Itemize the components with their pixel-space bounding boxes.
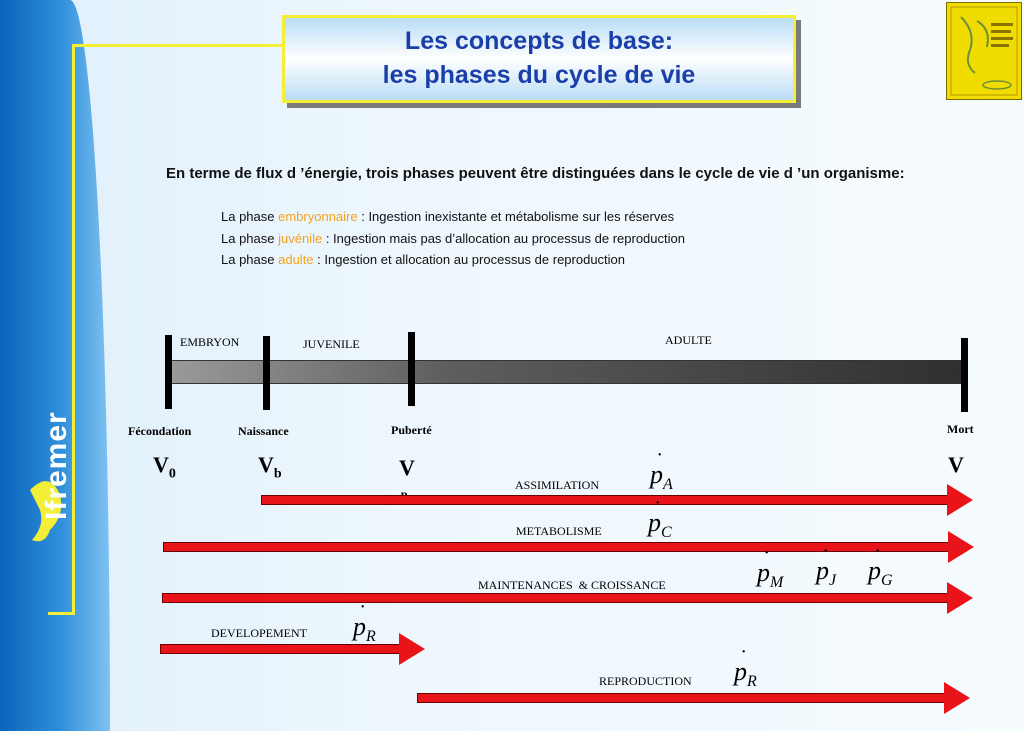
event-label-fecondation: Fécondation (128, 424, 192, 438)
symbol-subscript: M (770, 574, 784, 592)
event-label-puberte: Puberté (391, 423, 432, 437)
flux-symbol-pm: ˙pM (757, 546, 784, 592)
arrow-head (947, 582, 973, 614)
flux-label-maintenances: MAINTENANCES & CROISSANCE (478, 578, 666, 592)
phase-label-adulte: ADULTE (665, 333, 712, 347)
flux-symbol-pr-developement: ˙pR (353, 600, 376, 646)
dot-accent: ˙ (763, 546, 771, 571)
arrow-head (944, 682, 970, 714)
symbol-p: p (648, 508, 661, 537)
book-cover-image (946, 2, 1022, 100)
left-decorative-band (0, 0, 110, 731)
arrow-shaft (417, 693, 948, 703)
volume-label-vmort: V (948, 452, 964, 478)
flux-symbol-pg: ˙pG (868, 544, 893, 590)
dot-accent: ˙ (740, 645, 748, 670)
frame-line-bottom (48, 612, 75, 615)
brand-name: Ifremer (40, 411, 73, 520)
symbol-p: p (734, 657, 747, 686)
book-illustration-icon (950, 6, 1018, 96)
flux-symbol-pa: ˙pA (650, 448, 673, 494)
phase-line-adulte: La phase adulte : Ingestion et allocatio… (221, 252, 625, 267)
volume-symbol: V (399, 455, 415, 480)
flux-symbol-pc: ˙pC (648, 496, 672, 542)
arrow-shaft (162, 593, 951, 603)
symbol-subscript: G (881, 572, 893, 590)
phase-description: : Ingestion et allocation au processus d… (313, 252, 626, 267)
phase-label-embryon: EMBRYON (180, 335, 240, 349)
slide-title-line2: les phases du cycle de vie (382, 61, 696, 89)
intro-paragraph: En terme de flux d ’énergie, trois phase… (166, 165, 905, 182)
flux-label-reproduction: REPRODUCTION (599, 674, 692, 688)
flux-symbol-pr-reproduction: ˙pR (734, 645, 757, 691)
arrow-head (948, 531, 974, 563)
symbol-subscript: R (366, 628, 376, 646)
arrow-assimilation (261, 484, 973, 516)
symbol-subscript: A (663, 476, 673, 494)
event-label-mort: Mort (947, 422, 974, 436)
frame-line-horizontal (73, 44, 283, 47)
phase-prefix: La phase (221, 252, 279, 267)
flux-label-metabolisme: METABOLISME (516, 524, 602, 538)
volume-symbol: V (153, 452, 169, 477)
timeline-tick-puberte (408, 332, 415, 406)
phase-description: : Ingestion inexistante et métabolisme s… (357, 209, 675, 224)
arrow-maintenances-croissance (162, 582, 973, 614)
arrow-head (399, 633, 425, 665)
ifremer-logo-icon (30, 481, 62, 542)
arrow-shaft (163, 542, 952, 552)
life-cycle-timeline-bar (168, 360, 967, 384)
dot-accent: ˙ (359, 600, 367, 625)
symbol-p: p (816, 556, 829, 585)
symbol-p: p (868, 556, 881, 585)
phase-name-juvenile: juvénile (278, 231, 323, 246)
symbol-subscript: J (829, 572, 837, 590)
slide-title-box: Les concepts de base: les phases du cycl… (282, 15, 796, 103)
phase-prefix: La phase (221, 231, 279, 246)
flux-label-assimilation: ASSIMILATION (515, 478, 599, 492)
phase-label-juvenile: JUVENILE (303, 337, 360, 351)
symbol-p: p (353, 612, 366, 641)
timeline-tick-mort (961, 338, 968, 412)
phase-line-embryonnaire: La phase embryonnaire : Ingestion inexis… (221, 209, 674, 224)
volume-subscript: 0 (168, 466, 176, 482)
symbol-p: p (650, 460, 663, 489)
dot-accent: ˙ (654, 496, 662, 521)
arrow-shaft (261, 495, 951, 505)
phase-line-juvenile: La phase juvénile : Ingestion mais pas d… (221, 231, 685, 246)
volume-subscript: p (401, 487, 408, 501)
volume-label-vb: Vb (258, 452, 282, 482)
symbol-subscript: R (747, 673, 757, 691)
symbol-subscript: C (661, 524, 672, 542)
volume-symbol: V (948, 452, 964, 477)
timeline-tick-naissance (263, 336, 270, 410)
arrow-developement (160, 633, 425, 665)
phase-description: : Ingestion mais pas d’allocation au pro… (322, 231, 685, 246)
phase-name-adulte: adulte (278, 252, 314, 267)
volume-label-v0: V0 (153, 452, 176, 482)
dot-accent: ˙ (822, 544, 830, 569)
volume-symbol: V (258, 452, 274, 477)
volume-label-vp: Vp (399, 455, 422, 501)
arrow-head (947, 484, 973, 516)
flux-label-developement: DEVELOPEMENT (211, 626, 307, 640)
timeline-tick-fecondation (165, 335, 172, 409)
arrow-metabolisme (163, 531, 974, 563)
arrow-reproduction (417, 682, 970, 714)
slide-title-line1: Les concepts de base: (404, 27, 674, 55)
volume-subscript: b (273, 466, 282, 482)
event-label-naissance: Naissance (238, 424, 289, 438)
flux-symbol-pj: ˙pJ (816, 544, 837, 590)
dot-accent: ˙ (656, 448, 664, 473)
dot-accent: ˙ (874, 544, 882, 569)
phase-prefix: La phase (221, 209, 279, 224)
frame-line-vertical (72, 44, 75, 614)
phase-name-embryonnaire: embryonnaire (278, 209, 358, 224)
symbol-p: p (757, 558, 770, 587)
